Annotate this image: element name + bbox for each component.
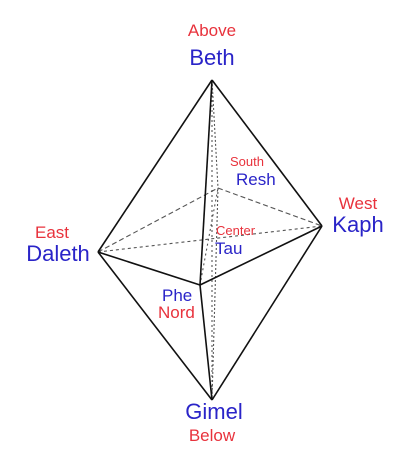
edge-kaph-gimel bbox=[211, 225, 323, 401]
edge-phe-kaph bbox=[199, 225, 323, 286]
edge-resh-gimel bbox=[211, 187, 219, 401]
edge-beth-resh bbox=[211, 79, 219, 189]
hidden-edges bbox=[97, 79, 323, 401]
edge-beth-kaph bbox=[211, 79, 323, 227]
edge-beth-daleth bbox=[97, 79, 213, 253]
axis-daleth-kaph bbox=[97, 225, 323, 253]
label-phe: Phe bbox=[162, 286, 192, 305]
axis-phe-resh bbox=[199, 187, 219, 286]
label-daleth: Daleth bbox=[26, 241, 90, 266]
label-tau: Tau bbox=[215, 239, 242, 258]
edge-daleth-gimel bbox=[97, 251, 213, 401]
label-nord: Nord bbox=[158, 303, 195, 322]
edge-daleth-resh bbox=[97, 187, 219, 253]
label-south: South bbox=[230, 154, 264, 169]
label-east: East bbox=[35, 223, 69, 242]
label-west: West bbox=[339, 194, 378, 213]
label-resh: Resh bbox=[236, 170, 276, 189]
edge-phe-gimel bbox=[199, 284, 213, 401]
label-kaph: Kaph bbox=[332, 212, 383, 237]
label-below: Below bbox=[189, 426, 236, 445]
edge-resh-kaph bbox=[217, 187, 323, 227]
label-above: Above bbox=[188, 21, 236, 40]
visible-edges bbox=[97, 79, 323, 401]
label-gimel: Gimel bbox=[185, 399, 242, 424]
edge-daleth-phe bbox=[97, 251, 201, 286]
edge-beth-phe bbox=[199, 79, 213, 286]
label-center: Center bbox=[216, 223, 256, 238]
label-beth: Beth bbox=[189, 45, 234, 70]
